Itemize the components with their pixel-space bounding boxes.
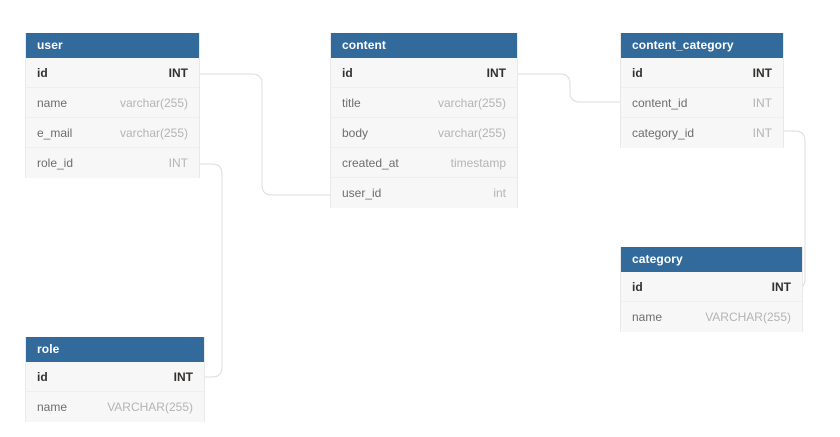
field-list: id INT title varchar(255) body varchar(255) cr… bbox=[331, 58, 517, 208]
field-row[interactable]: id INT bbox=[621, 58, 783, 88]
field-row[interactable]: e_mail varchar(255) bbox=[26, 118, 199, 148]
field-name: role_id bbox=[37, 156, 74, 170]
field-name: id bbox=[37, 369, 48, 384]
field-row[interactable]: body varchar(255) bbox=[331, 118, 517, 148]
field-type: INT bbox=[168, 65, 188, 80]
entity-title-content_category: content_category bbox=[621, 33, 783, 58]
field-row[interactable]: id INT bbox=[26, 58, 199, 88]
field-name: name bbox=[632, 310, 663, 324]
field-name: name bbox=[37, 95, 68, 110]
field-name: category_id bbox=[632, 126, 695, 140]
field-row[interactable]: role_id INT bbox=[26, 148, 199, 178]
field-row[interactable]: id INT bbox=[26, 362, 204, 392]
field-type: int bbox=[493, 186, 506, 200]
field-name: user_id bbox=[342, 186, 382, 200]
field-type: INT bbox=[771, 279, 791, 294]
field-type: INT bbox=[168, 156, 188, 170]
field-type: INT bbox=[752, 126, 772, 140]
entity-table-role[interactable]: role id INT name VARCHAR(255) bbox=[25, 337, 205, 422]
field-name: title bbox=[342, 95, 361, 110]
field-name: id bbox=[342, 65, 353, 80]
field-row[interactable]: category_id INT bbox=[621, 118, 783, 148]
entity-title-content: content bbox=[331, 33, 517, 58]
entity-title-role: role bbox=[26, 337, 204, 362]
field-row[interactable]: name VARCHAR(255) bbox=[26, 392, 204, 422]
field-name: e_mail bbox=[37, 125, 73, 140]
field-row[interactable]: id INT bbox=[621, 272, 802, 302]
field-type: INT bbox=[752, 65, 772, 80]
field-type: varchar(255) bbox=[437, 95, 506, 110]
field-row[interactable]: user_id int bbox=[331, 178, 517, 208]
entity-title-category: category bbox=[621, 247, 802, 272]
relationship-line-user-role-id-to-role-id bbox=[199, 163, 223, 378]
entity-table-content[interactable]: content id INT title varchar(255) body varchar… bbox=[330, 33, 518, 208]
field-type: varchar(255) bbox=[119, 95, 188, 110]
field-type: INT bbox=[486, 65, 506, 80]
field-name: id bbox=[632, 65, 643, 80]
relationship-line-user-id-to-content-user-id bbox=[199, 73, 331, 196]
field-name: id bbox=[37, 65, 48, 80]
field-name: id bbox=[632, 279, 643, 294]
field-list: id INT name VARCHAR(255) bbox=[621, 272, 802, 332]
field-type: INT bbox=[173, 369, 193, 384]
field-name: content_id bbox=[632, 95, 688, 110]
entity-table-category[interactable]: category id INT name VARCHAR(255) bbox=[620, 247, 803, 332]
field-type: varchar(255) bbox=[119, 125, 188, 140]
field-type: VARCHAR(255) bbox=[107, 400, 193, 414]
relationship-line-content-id-to-content-category-content-id bbox=[517, 73, 621, 103]
entity-title-user: user bbox=[26, 33, 199, 58]
field-row[interactable]: name VARCHAR(255) bbox=[621, 302, 802, 332]
field-name: created_at bbox=[342, 155, 399, 170]
field-row[interactable]: name varchar(255) bbox=[26, 88, 199, 118]
field-row[interactable]: created_at timestamp bbox=[331, 148, 517, 178]
field-type: INT bbox=[752, 95, 772, 110]
field-row[interactable]: title varchar(255) bbox=[331, 88, 517, 118]
field-row[interactable]: content_id INT bbox=[621, 88, 783, 118]
field-type: timestamp bbox=[450, 155, 506, 170]
field-type: varchar(255) bbox=[437, 125, 506, 140]
field-name: body bbox=[342, 125, 369, 140]
field-list: id INT name VARCHAR(255) bbox=[26, 362, 204, 422]
field-type: VARCHAR(255) bbox=[705, 310, 791, 324]
field-name: name bbox=[37, 400, 68, 414]
field-row[interactable]: id INT bbox=[331, 58, 517, 88]
